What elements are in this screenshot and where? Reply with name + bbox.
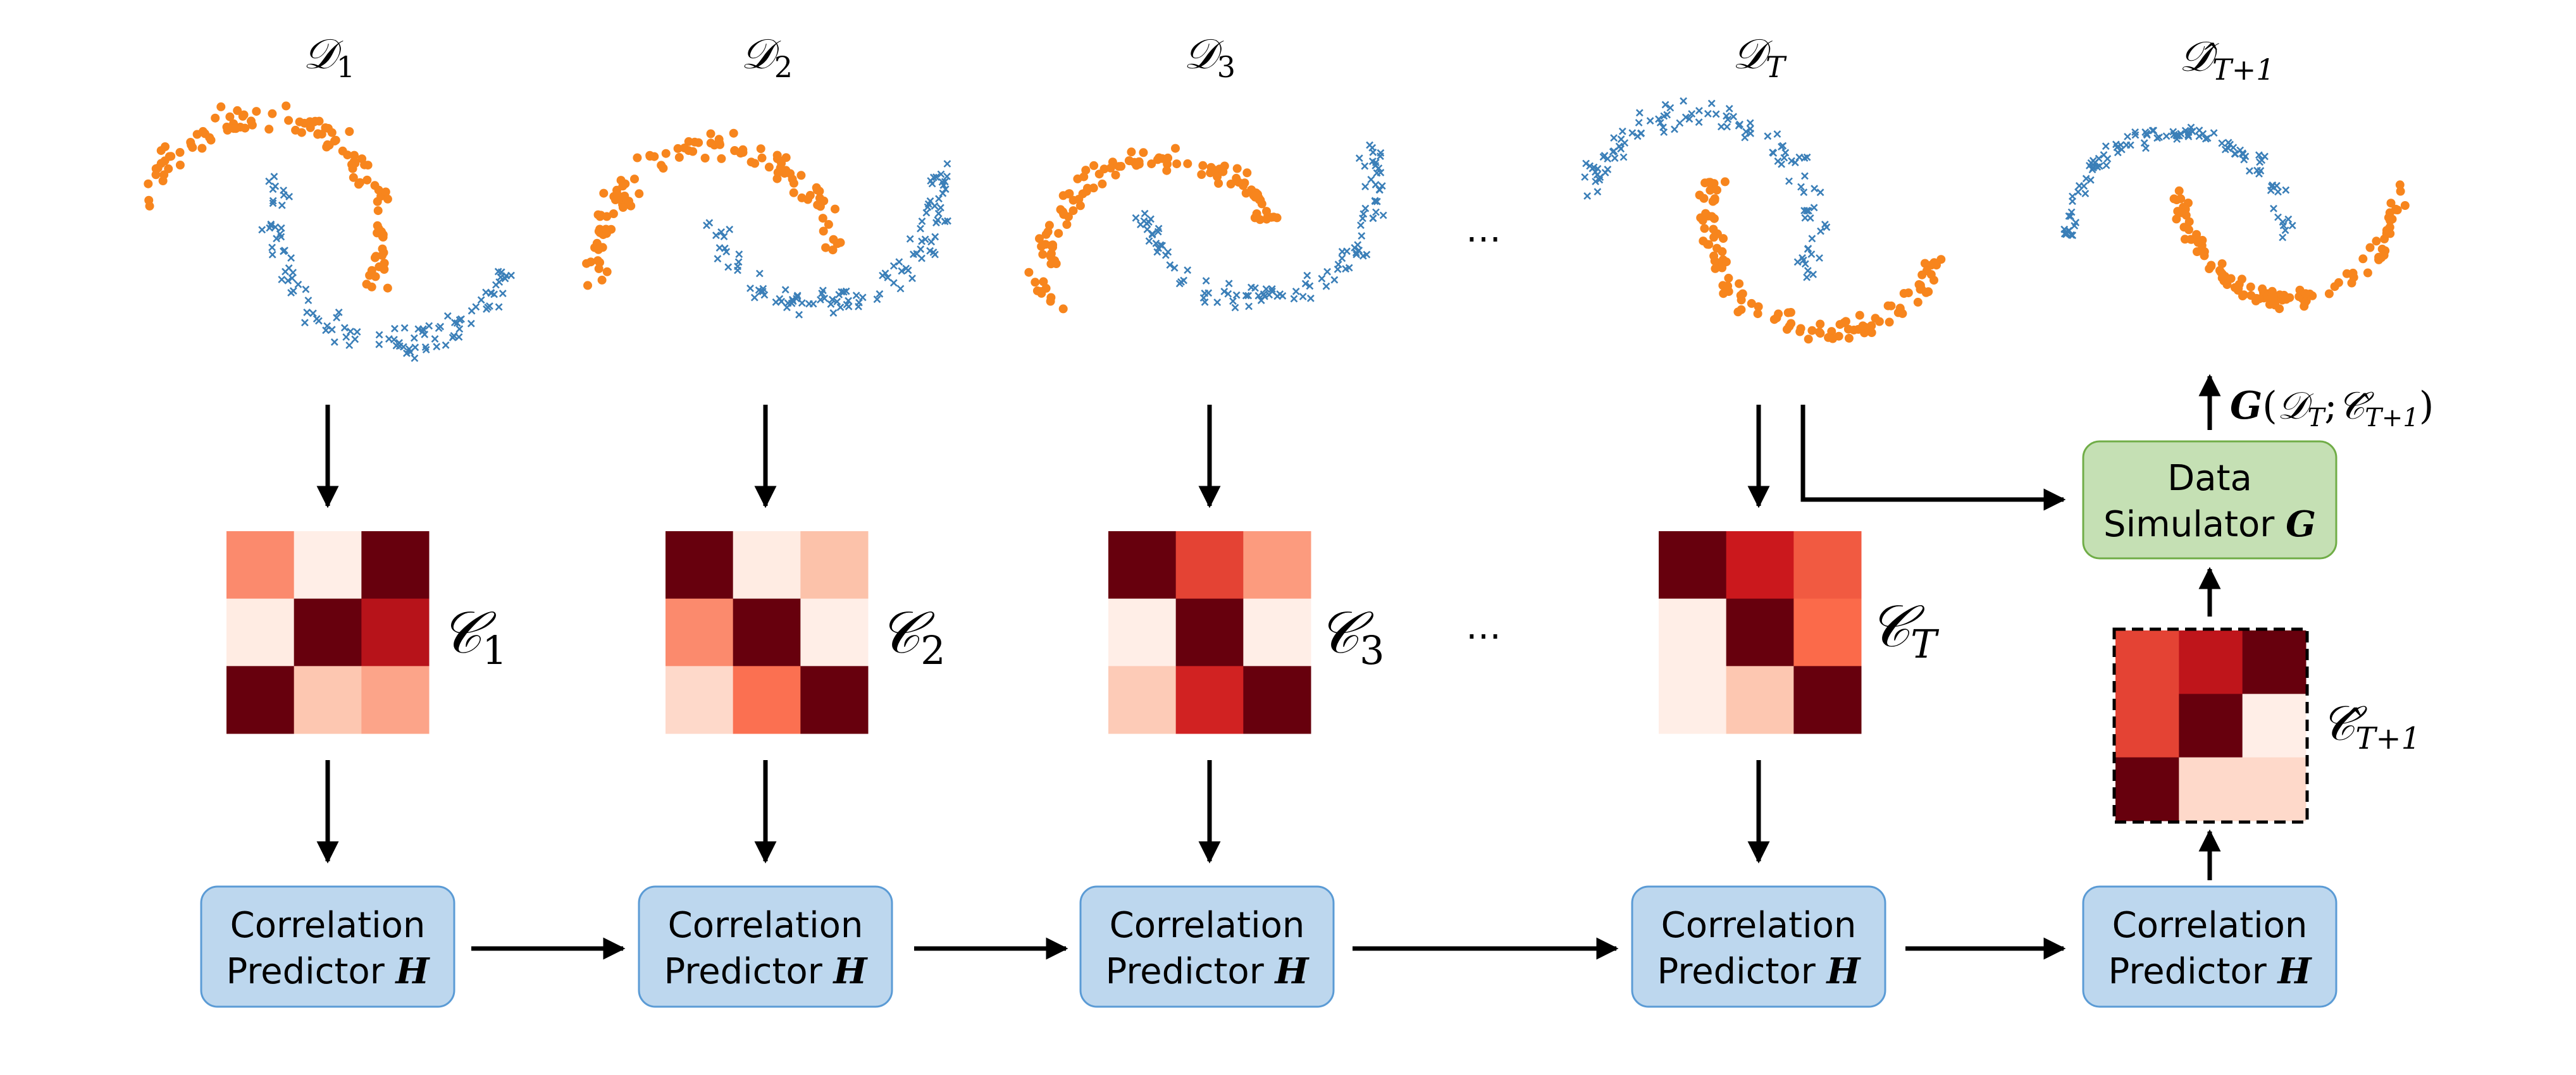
heatmap-cell: [733, 531, 801, 599]
data-simulator-box: Data Simulator G: [2082, 440, 2338, 560]
heatmap-cell: [2115, 694, 2179, 758]
dataset-label-3: 𝒟3: [1184, 30, 1235, 84]
svg-text:Simulator G: Simulator G: [2103, 503, 2316, 545]
heatmap-icon: [1659, 531, 1862, 734]
heatmap-cell: [1175, 598, 1244, 666]
heatmap-cell: [1793, 666, 1862, 734]
correlation-predictor-box-T: Correlation Predictor H: [1631, 885, 1886, 1008]
heatmap-cell: [2242, 757, 2307, 821]
heatmap-cell: [2242, 630, 2307, 694]
heatmap-icon: [666, 531, 869, 734]
heatmap-cell: [294, 531, 362, 599]
heatmap-cell: [1108, 531, 1177, 599]
heatmap-cell: [1243, 531, 1311, 599]
svg-text:Correlation: Correlation: [668, 905, 864, 946]
ellipsis-top: …: [1466, 209, 1501, 250]
svg-text:Predictor H: Predictor H: [664, 950, 869, 992]
svg-text:Correlation: Correlation: [1110, 905, 1305, 946]
heatmap-cell: [1108, 666, 1177, 734]
correlation-predictor-box-1: Correlation Predictor H: [200, 885, 455, 1008]
heatmap-cell: [2242, 694, 2307, 758]
heatmap-cell: [2179, 757, 2243, 821]
heatmap-cell: [1243, 666, 1311, 734]
dataset-label-T-plus-1: 𝒟̂T+1: [2179, 32, 2274, 87]
two-moons-scatter-icon: [1024, 141, 1387, 314]
heatmap-cell: [1793, 598, 1862, 666]
heatmap-cell: [666, 598, 734, 666]
heatmap-cell: [666, 531, 734, 599]
heatmap-cell: [1726, 598, 1794, 666]
correlation-matrices: [226, 531, 2307, 821]
corr-label-1: 𝒞1: [440, 599, 507, 673]
heatmap-cell: [1175, 531, 1244, 599]
arrow-icon: [1800, 405, 2066, 511]
heatmap-cell: [1726, 666, 1794, 734]
corr-label-T-plus-1: 𝒞̂T+1: [2320, 695, 2420, 756]
heatmap-cell: [800, 666, 869, 734]
heatmap-cell: [2115, 757, 2179, 821]
heatmap-cell: [1659, 598, 1727, 666]
correlation-predictor-box-2: Correlation Predictor H: [638, 885, 893, 1008]
heatmap-cell: [361, 531, 430, 599]
two-moons-scatter-icon: [2060, 123, 2410, 314]
two-moons-scatter-icon: [1581, 97, 1946, 344]
heatmap-cell: [1659, 531, 1727, 599]
heatmap-cell: [361, 598, 430, 666]
two-moons-scatter-icon: [582, 128, 951, 319]
two-moons-scatter-icon: [144, 101, 515, 362]
svg-text:Data: Data: [2167, 458, 2252, 499]
svg-text:Correlation: Correlation: [2112, 905, 2308, 946]
heatmap-cell: [2115, 630, 2179, 694]
dataset-label-T: 𝒟T: [1732, 30, 1787, 84]
heatmap-cell: [361, 666, 430, 734]
predicted-matrix-border: [2112, 627, 2309, 824]
svg-text:Predictor H: Predictor H: [226, 950, 431, 992]
heatmap-cell: [294, 598, 362, 666]
heatmap-cell: [800, 598, 869, 666]
heatmap-icon: [2115, 630, 2307, 821]
corr-label-2: 𝒞2: [878, 599, 946, 673]
heatmap-cell: [1659, 666, 1727, 734]
corr-label-T: 𝒞T: [1868, 593, 1940, 667]
heatmap-cell: [1243, 598, 1311, 666]
ellipsis-middle: …: [1466, 606, 1501, 648]
heatmap-cell: [666, 666, 734, 734]
svg-text:Predictor H: Predictor H: [2108, 950, 2313, 992]
heatmap-cell: [2179, 694, 2243, 758]
dataset-label-1: 𝒟1: [303, 30, 355, 84]
heatmap-cell: [1175, 666, 1244, 734]
svg-text:Predictor H: Predictor H: [1657, 950, 1862, 992]
dataset-scatter-plots: [144, 97, 2410, 362]
heatmap-cell: [226, 666, 295, 734]
heatmap-cell: [1726, 531, 1794, 599]
heatmap-icon: [1108, 531, 1311, 734]
heatmap-cell: [800, 531, 869, 599]
generator-label: G(𝒟T;𝒞̂T+1): [2230, 384, 2434, 433]
heatmap-cell: [226, 531, 295, 599]
heatmap-cell: [2179, 630, 2243, 694]
dataset-label-2: 𝒟2: [741, 30, 793, 84]
corr-label-3: 𝒞3: [1317, 599, 1385, 673]
correlation-predictor-box-3: Correlation Predictor H: [1079, 885, 1335, 1008]
heatmap-cell: [226, 598, 295, 666]
svg-text:Correlation: Correlation: [1661, 905, 1857, 946]
heatmap-cell: [733, 598, 801, 666]
heatmap-cell: [1108, 598, 1177, 666]
heatmap-cell: [1793, 531, 1862, 599]
svg-text:Predictor H: Predictor H: [1106, 950, 1310, 992]
heatmap-icon: [226, 531, 430, 734]
svg-text:Correlation: Correlation: [230, 905, 426, 946]
correlation-predictor-box-T-plus-1: Correlation Predictor H: [2082, 885, 2338, 1008]
heatmap-cell: [294, 666, 362, 734]
heatmap-cell: [733, 666, 801, 734]
